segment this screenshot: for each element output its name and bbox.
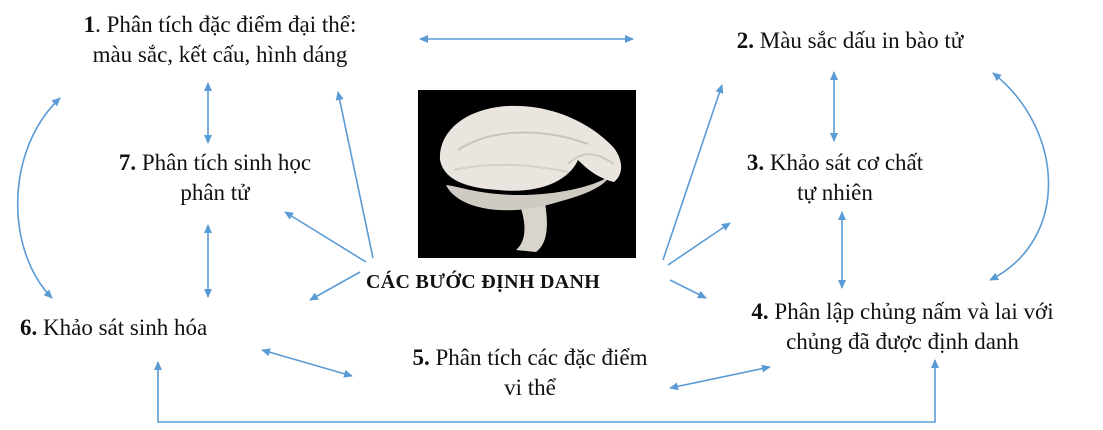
arrow-6-5 <box>262 350 352 376</box>
step-4-text-line-2: chủng đã được định danh <box>705 327 1100 357</box>
step-1-number: 1 <box>84 12 96 37</box>
step-6: 6. Khảo sát sinh hóa <box>20 313 260 343</box>
step-5-text-line-1: Phân tích các đặc điểm <box>435 345 647 370</box>
step-7: 7. Phân tích sinh học phân tử <box>90 148 340 208</box>
step-3-number: 3. <box>747 150 764 175</box>
step-5-number: 5. <box>412 345 429 370</box>
step-7-text-line-1: Phân tích sinh học <box>142 150 311 175</box>
step-3-text-line-1: Khảo sát cơ chất <box>770 150 923 175</box>
step-2: 2. Màu sắc dấu in bào tử <box>700 26 1000 56</box>
arrow-center-3 <box>668 223 730 265</box>
step-1-text-line-1: Phân tích đặc điểm đại thể: <box>107 12 357 37</box>
arrow-center-6 <box>310 272 360 300</box>
step-3: 3. Khảo sát cơ chất tự nhiên <box>715 148 955 208</box>
step-4-text-line-1: Phân lập chủng nấm và lai với <box>774 299 1053 324</box>
step-2-number: 2. <box>737 28 754 53</box>
step-5-text-line-2: vi thể <box>370 373 690 403</box>
arrow-center-1 <box>338 92 373 258</box>
step-4: 4. Phân lập chủng nấm và lai với chủng đ… <box>705 297 1100 357</box>
oyster-mushroom-photo <box>418 90 636 258</box>
step-5: 5. Phân tích các đặc điểm vi thể <box>370 343 690 403</box>
step-6-text: Khảo sát sinh hóa <box>43 315 207 340</box>
step-2-text: Màu sắc dấu in bào tử <box>760 28 963 53</box>
step-1: 1. Phân tích đặc điểm đại thể: màu sắc, … <box>25 10 415 70</box>
step-4-number: 4. <box>751 299 768 324</box>
arrow-2-4 <box>990 73 1049 280</box>
step-6-number: 6. <box>20 315 37 340</box>
arrow-center-7 <box>285 212 366 262</box>
arrow-1-6 <box>18 98 60 298</box>
step-3-text-line-2: tự nhiên <box>715 178 955 208</box>
step-7-text-line-2: phân tử <box>90 178 340 208</box>
step-1-text-line-2: màu sắc, kết cấu, hình dáng <box>25 40 415 70</box>
arrow-center-4 <box>670 280 706 298</box>
step-7-number: 7. <box>119 150 136 175</box>
center-title: CÁC BƯỚC ĐỊNH DANH <box>366 271 600 294</box>
